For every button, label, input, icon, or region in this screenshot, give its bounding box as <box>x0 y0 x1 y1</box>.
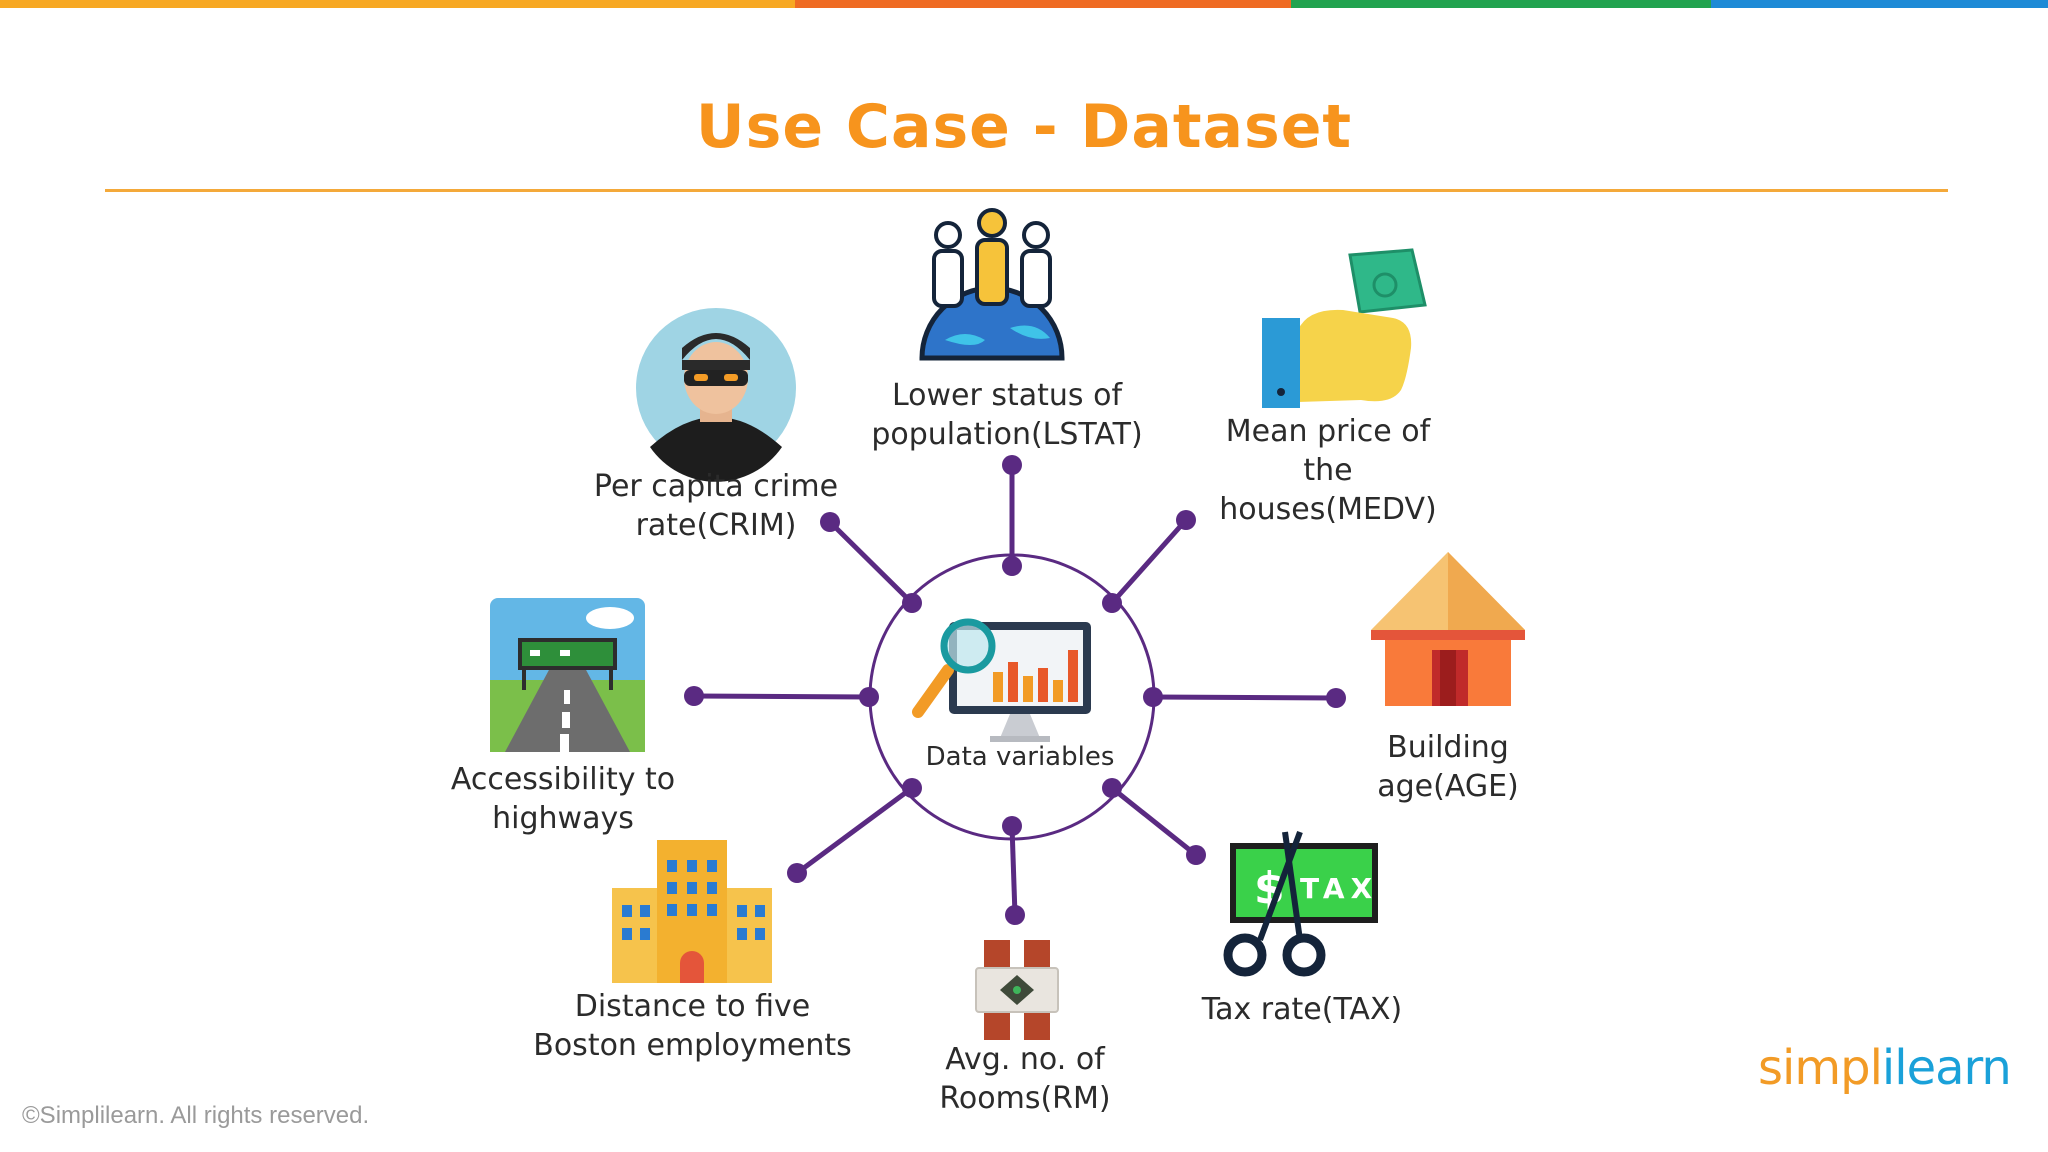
slide-title: Use Case - Dataset <box>695 92 1353 162</box>
globe-people-icon <box>919 208 1065 361</box>
tax-sign-text: TAX <box>1300 872 1378 905</box>
connector-dis <box>795 785 914 876</box>
node-label-dis: Distance to five Boston employments <box>533 989 852 1063</box>
dot-crim-outer <box>820 512 840 532</box>
node-label-rm: Avg. no. of Rooms(RM) <box>939 1042 1111 1116</box>
logo-part-2: ilearn <box>1881 1040 2012 1096</box>
dot-rm-outer <box>1005 905 1025 925</box>
logo-part-1: simpl <box>1758 1040 1883 1096</box>
node-label-rad: Accessibility to highways <box>450 762 676 836</box>
dot-rm-inner <box>1002 816 1022 836</box>
center-label: Data variables <box>925 742 1115 772</box>
dot-dis-inner <box>902 778 922 798</box>
top-bar-yellow <box>0 0 795 8</box>
node-label-tax: Tax rate(TAX) <box>1201 992 1403 1027</box>
magnifier-icon <box>912 618 996 718</box>
robber-avatar-icon <box>636 308 796 482</box>
dot-lstat-outer <box>1002 455 1022 475</box>
connector-rad <box>693 693 870 700</box>
connector-rm <box>1009 825 1018 916</box>
building-hut-icon <box>1371 552 1525 706</box>
node-label-lstat: Lower status of population(LSTAT) <box>871 378 1143 452</box>
dot-age-outer <box>1326 688 1346 708</box>
dot-tax-inner <box>1102 778 1122 798</box>
copyright-text: ©Simplilearn. All rights reserved. <box>22 1102 370 1129</box>
connector-age <box>1152 694 1337 701</box>
simplilearn-logo: simplilearn <box>1758 1040 2012 1096</box>
dot-medv-outer <box>1176 510 1196 530</box>
dot-lstat-inner <box>1002 556 1022 576</box>
dot-crim-inner <box>902 593 922 613</box>
dot-rad-inner <box>859 687 879 707</box>
dot-rad-outer <box>684 686 704 706</box>
connector-crim <box>828 520 914 605</box>
top-bar-orange <box>795 0 1291 8</box>
dot-dis-outer <box>787 863 807 883</box>
top-bar-blue <box>1711 0 2048 8</box>
node-label-crim: Per capita crime rate(CRIM) <box>593 469 839 543</box>
dot-age-inner <box>1143 687 1163 707</box>
dot-tax-outer <box>1186 845 1206 865</box>
highway-icon <box>490 598 645 752</box>
top-bar-green <box>1291 0 1711 8</box>
dining-room-icon <box>975 940 1059 1040</box>
connector-dots <box>684 455 1346 925</box>
connector-tax <box>1110 786 1198 857</box>
office-building-icon <box>612 840 772 983</box>
title-underline <box>105 189 1948 192</box>
top-color-bar <box>0 0 2048 8</box>
dot-medv-inner <box>1102 593 1122 613</box>
node-label-age: Building age(AGE) <box>1377 730 1519 804</box>
connector-medv <box>1110 518 1188 605</box>
node-label-medv: Mean price of the houses(MEDV) <box>1219 414 1437 527</box>
tax-scissors-icon: $ TAX <box>1223 830 1378 977</box>
hand-money-icon <box>1262 248 1427 408</box>
